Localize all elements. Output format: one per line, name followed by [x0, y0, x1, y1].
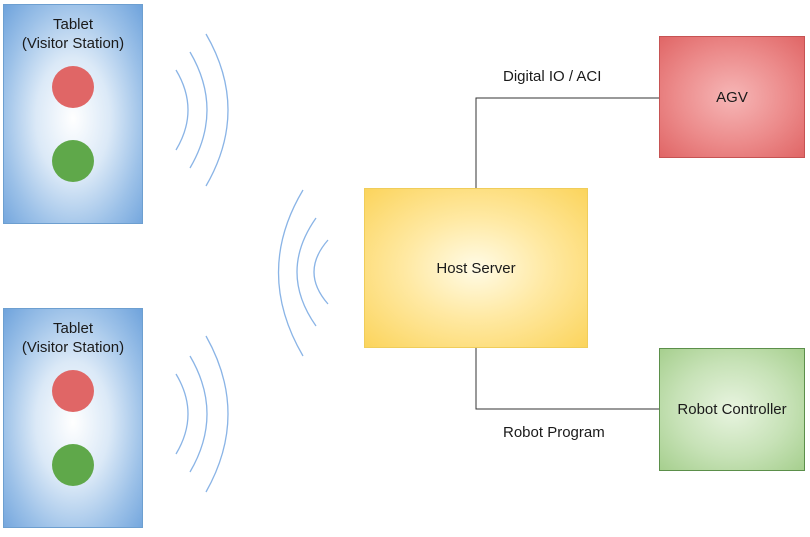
edge-label-robot-program: Robot Program — [503, 424, 605, 441]
tablet-title: Tablet — [52, 320, 94, 337]
tablet-title: Tablet — [52, 16, 94, 33]
tablet-subtitle: (Visitor Station) — [21, 35, 125, 52]
wifi-signal-icon-bottom — [175, 335, 229, 493]
red-light-icon — [52, 66, 94, 108]
host-server-node: Host Server — [364, 188, 588, 348]
wifi-signal-icon-host — [277, 189, 329, 357]
robot-controller-label: Robot Controller — [677, 401, 787, 418]
edge-label-digital-io: Digital IO / ACI — [503, 68, 602, 85]
agv-label: AGV — [716, 88, 748, 106]
tablet-visitor-station-top: Tablet (Visitor Station) — [3, 4, 143, 224]
red-light-icon — [52, 370, 94, 412]
green-light-icon — [52, 444, 94, 486]
connector-host-robot — [475, 348, 659, 410]
agv-node: AGV — [659, 36, 805, 158]
tablet-subtitle: (Visitor Station) — [21, 339, 125, 356]
robot-controller-node: Robot Controller — [659, 348, 805, 471]
tablet-visitor-station-bottom: Tablet (Visitor Station) — [3, 308, 143, 528]
host-server-label: Host Server — [436, 259, 516, 277]
connector-host-agv — [475, 97, 659, 188]
wifi-signal-icon-top — [175, 33, 229, 187]
green-light-icon — [52, 140, 94, 182]
